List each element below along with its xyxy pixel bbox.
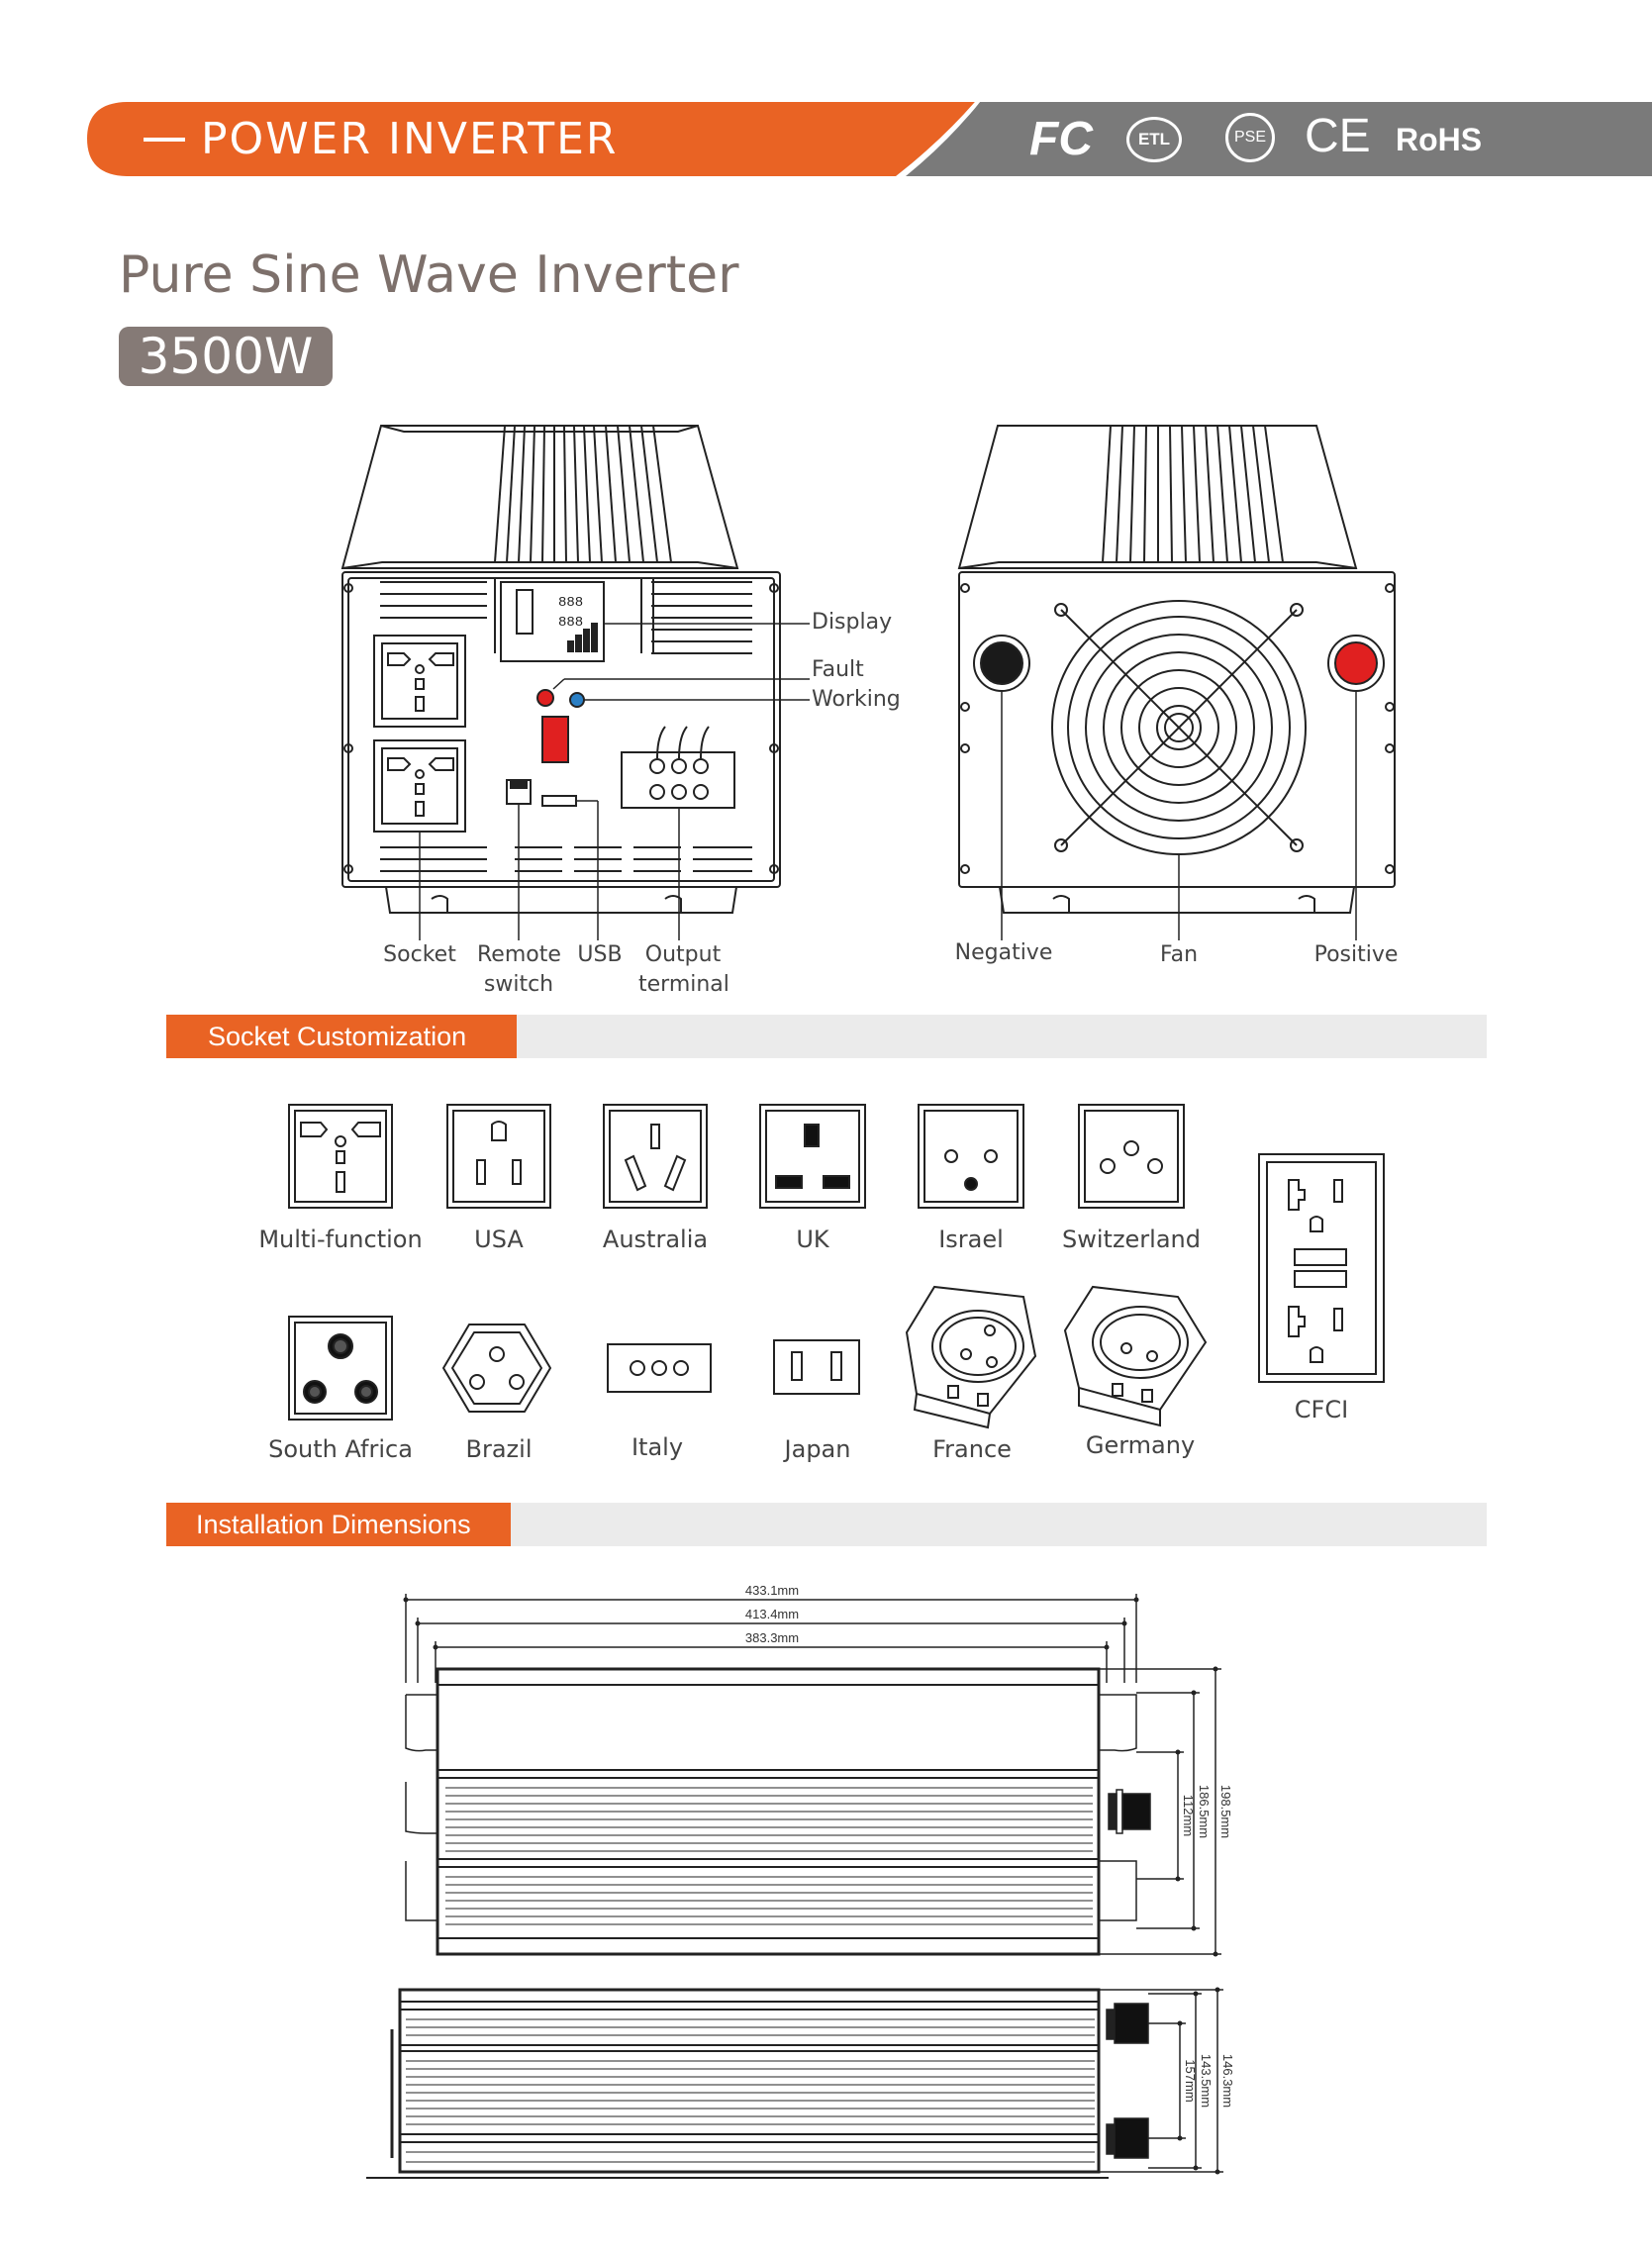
dim-height-112: 112mm xyxy=(1181,1795,1196,1836)
front-view-drawing: 888 888 xyxy=(340,425,810,940)
australia-socket-icon xyxy=(603,1104,708,1209)
side-view-drawing xyxy=(366,1988,1223,2179)
dim-side-143: 143.5mm xyxy=(1199,2054,1214,2108)
multi-function-socket-icon xyxy=(288,1104,393,1209)
socket-label-brazil: Brazil xyxy=(465,1435,533,1463)
socket-label-uk: UK xyxy=(796,1226,829,1253)
socket-label-germany: Germany xyxy=(1085,1431,1196,1459)
top-view-drawing xyxy=(405,1594,1221,1956)
switzerland-socket-icon xyxy=(1078,1104,1185,1209)
label-fault: Fault xyxy=(812,657,864,682)
socket-icons xyxy=(288,1104,1385,1429)
socket-label-israel: Israel xyxy=(938,1226,1004,1253)
uk-socket-icon xyxy=(759,1104,866,1209)
socket-label-italy: Italy xyxy=(631,1433,684,1461)
power-rating: 3500W xyxy=(138,328,314,385)
product-subtitle: Pure Sine Wave Inverter xyxy=(119,245,739,305)
label-remote-switch: Remote switch xyxy=(477,942,561,997)
header-title: POWER INVERTER xyxy=(201,114,619,164)
header-banner: POWER INVERTER FC ETL PSE CE RoHS xyxy=(0,102,1652,176)
cfci-socket-icon xyxy=(1258,1153,1385,1383)
japan-socket-icon xyxy=(773,1339,860,1395)
socket-label-cfci: CFCI xyxy=(1294,1396,1349,1423)
dim-width-413: 413.4mm xyxy=(745,1607,799,1621)
dim-height-198: 198.5mm xyxy=(1218,1785,1233,1838)
south-africa-socket-icon xyxy=(288,1316,393,1421)
side-dimension-dots xyxy=(1177,1987,1220,2175)
italy-socket-icon xyxy=(607,1343,712,1393)
header-dash xyxy=(144,138,185,142)
dimension-tick-dots xyxy=(403,1597,1218,1957)
svg-text:888: 888 xyxy=(558,615,583,631)
label-output-terminal: Output terminal xyxy=(638,942,729,997)
brazil-socket-icon xyxy=(442,1324,551,1413)
cert-rohs-logo: RoHS xyxy=(1396,122,1483,157)
germany-socket-icon xyxy=(1063,1285,1208,1427)
label-display: Display xyxy=(812,610,893,635)
usa-socket-icon xyxy=(446,1104,551,1209)
socket-label-australia: Australia xyxy=(602,1226,709,1253)
dim-side-157: 157mm xyxy=(1183,2059,1198,2102)
socket-label-usa: USA xyxy=(474,1226,524,1253)
socket-label-multi-function: Multi-function xyxy=(258,1226,423,1253)
dimensions-section-bar: Installation Dimensions xyxy=(166,1503,1487,1546)
france-socket-icon xyxy=(905,1285,1037,1429)
cert-ce-logo: CE xyxy=(1305,110,1371,162)
socket-label-japan: Japan xyxy=(784,1435,851,1463)
label-working: Working xyxy=(812,687,901,712)
dim-width-383: 383.3mm xyxy=(745,1630,799,1645)
label-usb: USB xyxy=(577,942,623,967)
socket-label-france: France xyxy=(932,1435,1012,1463)
dim-width-433: 433.1mm xyxy=(745,1583,799,1598)
label-negative: Negative xyxy=(954,940,1053,965)
rear-view-drawing xyxy=(957,425,1396,940)
socket-section-title: Socket Customization xyxy=(166,1015,517,1058)
label-fan: Fan xyxy=(1159,942,1199,967)
israel-socket-icon xyxy=(918,1104,1024,1209)
dimensions-section-title: Installation Dimensions xyxy=(166,1503,511,1546)
socket-section-bar: Socket Customization xyxy=(166,1015,1487,1058)
power-badge: 3500W xyxy=(119,327,333,386)
label-positive: Positive xyxy=(1313,942,1399,967)
svg-text:888: 888 xyxy=(558,595,583,611)
dim-side-146: 146.3mm xyxy=(1220,2054,1235,2108)
inverter-views: 888 888 xyxy=(340,425,1396,940)
cert-fc-logo: FC xyxy=(1029,113,1093,165)
label-socket: Socket xyxy=(383,942,456,967)
socket-label-switzerland: Switzerland xyxy=(1062,1226,1201,1253)
socket-label-south-africa: South Africa xyxy=(268,1435,413,1463)
cert-pse-logo: PSE xyxy=(1225,113,1275,162)
dim-height-186: 186.5mm xyxy=(1197,1785,1212,1838)
cert-etl-logo: ETL xyxy=(1126,117,1182,162)
